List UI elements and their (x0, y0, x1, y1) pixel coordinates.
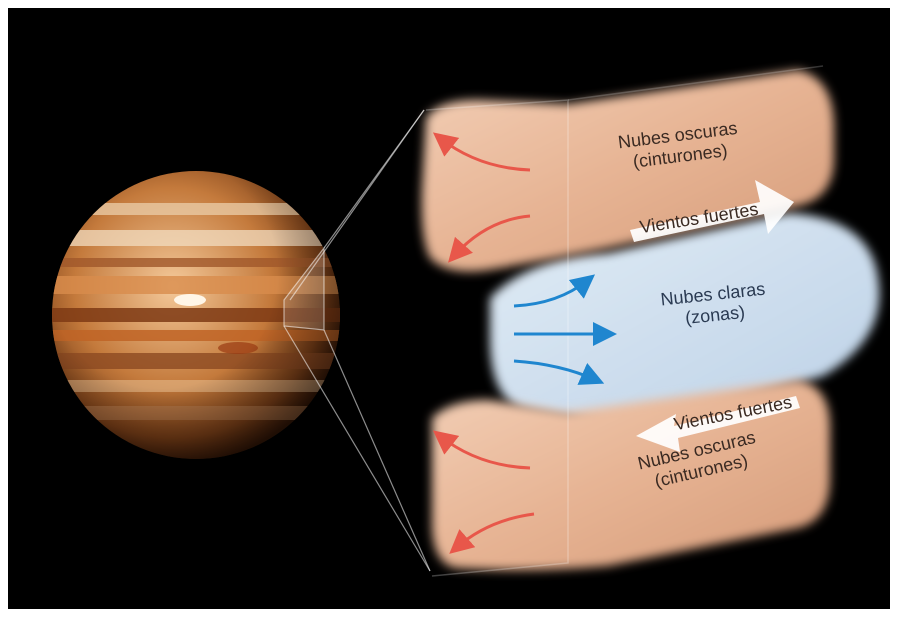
curved-arrow-left-icon (448, 214, 531, 263)
wind-arrow-bottom (636, 396, 800, 452)
block-arrow-icon (630, 180, 794, 242)
belt-flow-arrows-top (432, 132, 531, 263)
curved-arrow-left-icon (432, 430, 531, 470)
curved-arrow-right-icon (513, 274, 596, 308)
block-arrow-icon (636, 396, 800, 452)
curved-arrow-left-icon (432, 132, 531, 172)
cloud-cutaway-block (421, 65, 880, 577)
wind-arrow-top (630, 180, 794, 242)
zoom-projection-lines (283, 109, 431, 572)
diagram-canvas (52, 65, 880, 577)
dark-belt-cloud-bottom (432, 380, 830, 571)
dark-belt-cloud-top (421, 70, 834, 272)
curved-arrow-left-icon (449, 512, 535, 554)
belt-flow-arrows-bottom (432, 430, 535, 554)
jupiter-atmosphere-diagram: Nubes oscuras (cinturones) Vientos fuert… (8, 8, 890, 609)
curved-arrow-right-icon (513, 359, 605, 385)
jupiter-planet (52, 171, 340, 459)
zone-flow-arrows (513, 274, 617, 385)
